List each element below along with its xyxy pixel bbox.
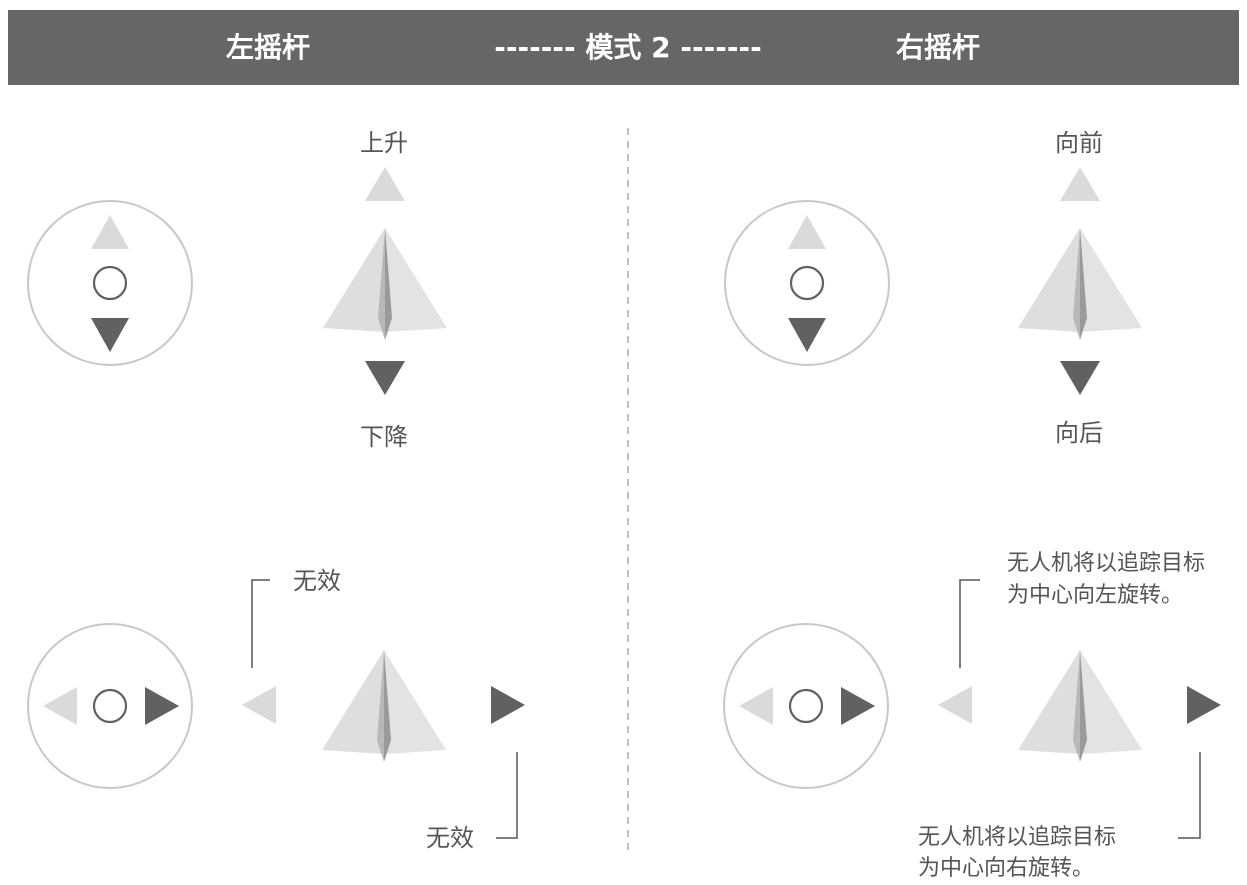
right-stick-vertical-joystick-icon xyxy=(724,200,890,366)
paper-plane-icon xyxy=(1018,228,1142,340)
callout-line-right-invalid xyxy=(496,752,518,839)
arrow-up-icon xyxy=(91,215,129,249)
rotate-left-label-line2: 为中心向左旋转。 xyxy=(1007,583,1184,608)
arrow-up-icon xyxy=(788,215,826,249)
callout-line-rotate-left xyxy=(959,579,980,668)
left-invalid-label: 无效 xyxy=(293,567,341,595)
mode-header: 左摇杆 ------- 模式 2 ------- 右摇杆 xyxy=(8,10,1239,85)
arrow-right-icon xyxy=(841,687,875,725)
rotate-right-label-line2: 为中心向右旋转。 xyxy=(918,856,1095,881)
right-invalid-label: 无效 xyxy=(426,824,474,852)
rotate-left-arrow-icon xyxy=(938,686,972,724)
left-stick-title: 左摇杆 xyxy=(225,31,310,64)
left-stick-horizontal-joystick-icon xyxy=(27,623,193,789)
ascend-label: 上升 xyxy=(360,129,408,157)
arrow-left-icon xyxy=(43,687,77,725)
mode-title: ------- 模式 2 ------- xyxy=(494,31,762,64)
descend-arrow-icon xyxy=(365,361,405,395)
rotate-right-label-line1: 无人机将以追踪目标 xyxy=(918,825,1117,850)
callout-line-rotate-right xyxy=(1178,752,1201,839)
paper-plane-icon xyxy=(322,650,446,762)
left-stick-vertical-joystick-icon xyxy=(27,200,193,366)
right-stick-horizontal-joystick-icon xyxy=(723,623,889,789)
callout-line-left-invalid xyxy=(251,579,270,668)
right-stick-title: 右摇杆 xyxy=(895,31,980,64)
paper-plane-icon xyxy=(323,228,447,340)
yaw-left-arrow-icon xyxy=(242,686,276,724)
arrow-down-icon xyxy=(788,318,826,352)
forward-label: 向前 xyxy=(1055,129,1103,157)
arrow-right-icon xyxy=(145,687,179,725)
backward-arrow-icon xyxy=(1060,361,1100,395)
yaw-right-arrow-icon xyxy=(491,686,525,724)
ascend-arrow-icon xyxy=(365,167,405,201)
forward-arrow-icon xyxy=(1060,167,1100,201)
backward-label: 向后 xyxy=(1055,419,1103,447)
arrow-left-icon xyxy=(739,687,773,725)
descend-label: 下降 xyxy=(360,423,408,451)
rotate-right-arrow-icon xyxy=(1187,686,1221,724)
paper-plane-icon xyxy=(1018,650,1142,762)
arrow-down-icon xyxy=(91,318,129,352)
rotate-left-label-line1: 无人机将以追踪目标 xyxy=(1007,551,1206,576)
